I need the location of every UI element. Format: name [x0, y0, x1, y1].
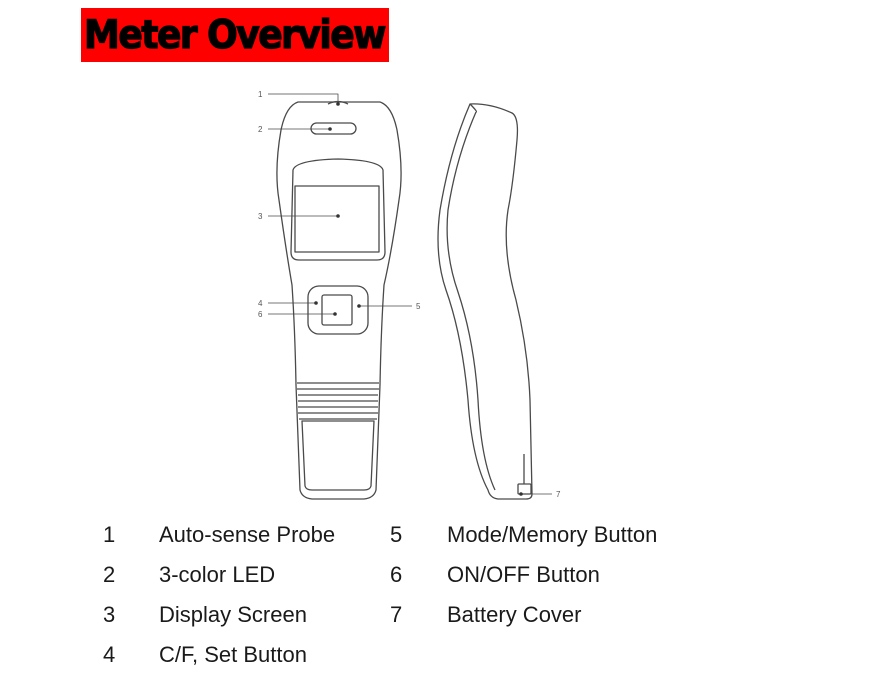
- meter-front-view: [276, 100, 402, 500]
- screen-bezel: [290, 158, 386, 261]
- legend-label: Battery Cover: [447, 602, 582, 627]
- legend-label: ON/OFF Button: [447, 562, 600, 587]
- callout-6: 6: [258, 310, 263, 319]
- callout-5: 5: [416, 302, 421, 311]
- battery-panel-front: [301, 420, 375, 491]
- meter-side-outline: [437, 103, 533, 500]
- legend-number: 6: [390, 562, 403, 587]
- legend-number: 1: [103, 522, 116, 547]
- legend-number: 4: [103, 642, 116, 667]
- legend-number: 3: [103, 602, 116, 627]
- led-window: [310, 122, 357, 135]
- legend-label: Display Screen: [159, 602, 307, 627]
- title-banner: Meter Overview: [81, 8, 389, 62]
- side-top-cap: [469, 103, 478, 113]
- callout-3: 3: [258, 212, 263, 221]
- grip-ridges: [297, 382, 379, 420]
- callout-2: 2: [258, 125, 263, 134]
- page-title: Meter Overview: [83, 12, 387, 58]
- legend-number: 5: [390, 522, 403, 547]
- meter-diagram: 1 2 3 4 6 5 7: [258, 90, 561, 500]
- legend-label: 3-color LED: [159, 562, 276, 587]
- meter-body-outline: [276, 101, 402, 500]
- callout-1: 1: [258, 90, 263, 99]
- legend-label: Auto-sense Probe: [159, 522, 336, 547]
- legend-number: 2: [103, 562, 116, 587]
- meter-side-view: [437, 103, 533, 500]
- callout-7: 7: [556, 490, 561, 499]
- on-off-button: [321, 294, 353, 326]
- side-front-edge: [446, 111, 496, 491]
- display-screen: [294, 185, 380, 253]
- battery-cover-side: [517, 483, 532, 495]
- legend-number: 7: [390, 602, 403, 627]
- legend-label: Mode/Memory Button: [447, 522, 658, 547]
- callout-dots: [314, 102, 523, 496]
- legend-label: C/F, Set Button: [159, 642, 307, 667]
- button-cluster: [307, 285, 369, 335]
- callout-4: 4: [258, 299, 263, 308]
- callout-leaders: [268, 93, 552, 495]
